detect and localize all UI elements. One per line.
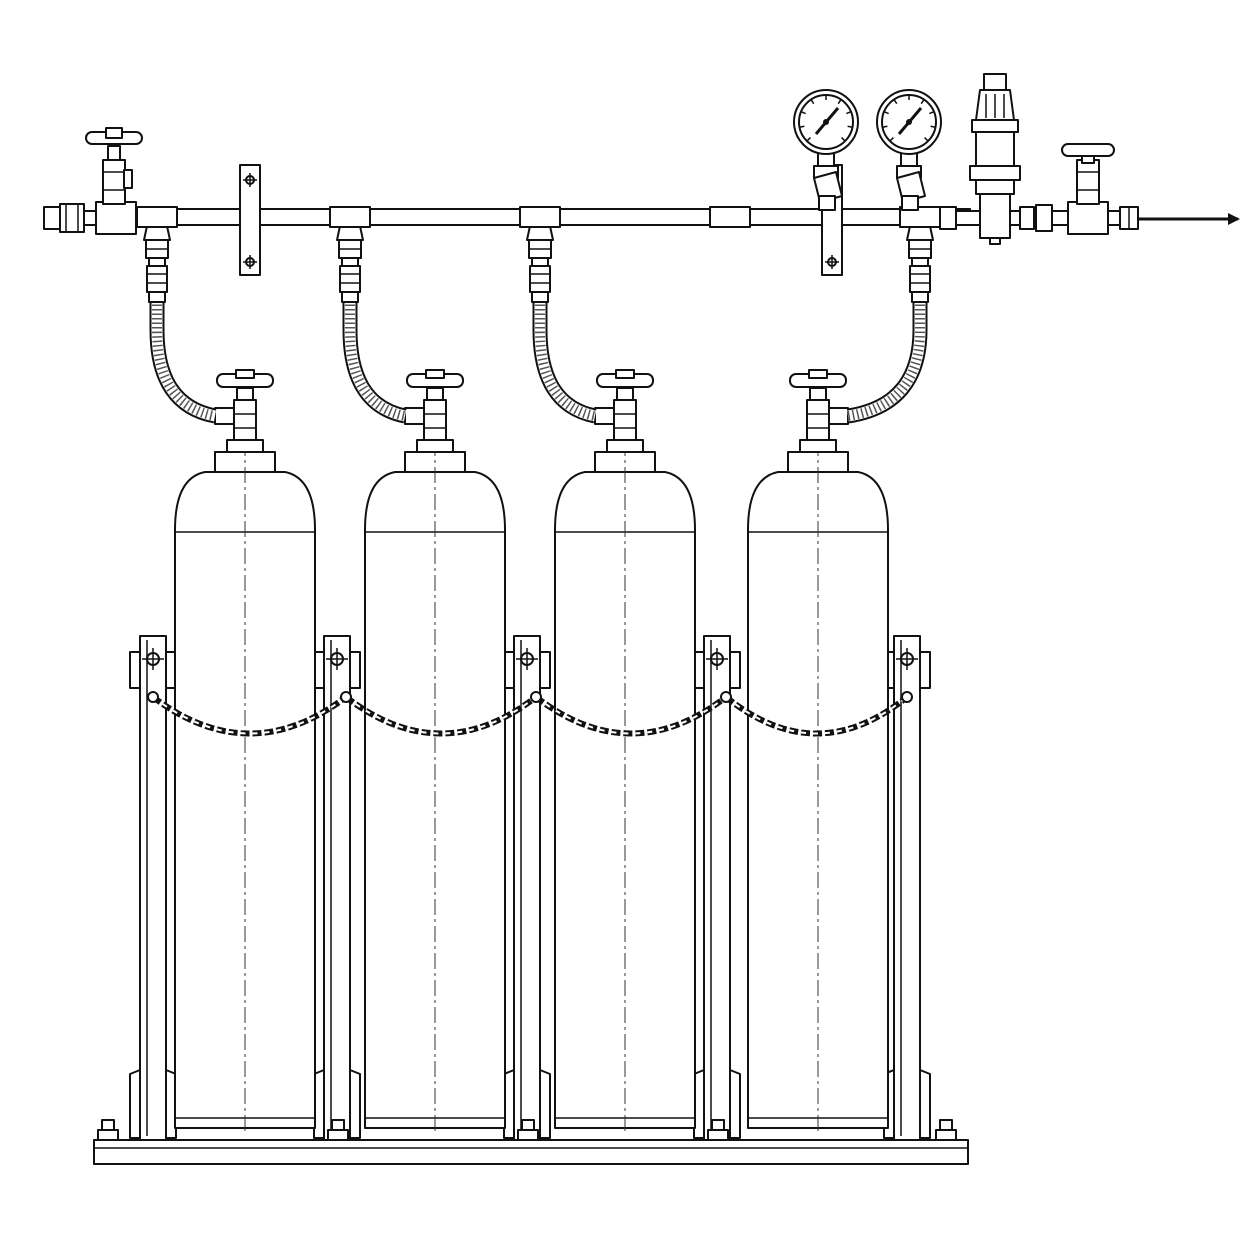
manifold-header [43, 73, 1240, 276]
rack-post [693, 635, 741, 1141]
mounting-bracket [239, 164, 261, 276]
chain-anchor [340, 691, 352, 703]
header-tee [709, 206, 751, 228]
left-valve-stem [102, 159, 126, 205]
header-tee [329, 206, 371, 228]
pressure-gauge [793, 89, 859, 211]
outlet-valve-handwheel [1061, 143, 1115, 157]
base-bolt [517, 1119, 539, 1141]
header-tee [136, 206, 178, 228]
valve-outlet [594, 407, 615, 425]
rack-post [503, 635, 551, 1141]
pigtail-hose [143, 225, 217, 424]
rack-post [313, 635, 361, 1141]
pigtail-hoses [143, 225, 934, 424]
left-end-cap [43, 206, 61, 230]
base-bolt [97, 1119, 119, 1141]
pigtail-hose [846, 225, 934, 424]
rack-base-plate [93, 1139, 969, 1165]
pigtail-hose [526, 225, 597, 424]
valve-outlet [404, 407, 425, 425]
gas-cylinder [747, 369, 889, 1135]
rack-post [883, 635, 931, 1141]
header-tee [519, 206, 561, 228]
base-bolt [935, 1119, 957, 1141]
pigtail-hose [336, 225, 407, 424]
chain-anchor [901, 691, 913, 703]
chain-anchor [720, 691, 732, 703]
gas-cylinders [174, 369, 889, 1135]
cylinder-valve [404, 369, 464, 453]
rack-post [129, 635, 177, 1141]
chain-anchor [147, 691, 159, 703]
base-bolt [327, 1119, 349, 1141]
gas-cylinder [364, 369, 506, 1135]
pressure-regulator [969, 73, 1021, 245]
chain-anchor [530, 691, 542, 703]
gas-cylinder [554, 369, 696, 1135]
cylinder-rack [93, 635, 969, 1165]
outlet-valve-stem [1076, 159, 1100, 205]
left-valve-body [95, 201, 137, 235]
gas-cylinder [174, 369, 316, 1135]
outlet-valve-body [1067, 201, 1109, 235]
valve-outlet [828, 407, 849, 425]
cylinder-valve [789, 369, 849, 453]
valve-outlet [214, 407, 235, 425]
cylinder-valve [214, 369, 274, 453]
retaining-chains [147, 691, 913, 737]
pressure-gauge [876, 89, 942, 211]
base-bolt [707, 1119, 729, 1141]
cylinder-valve [594, 369, 654, 453]
